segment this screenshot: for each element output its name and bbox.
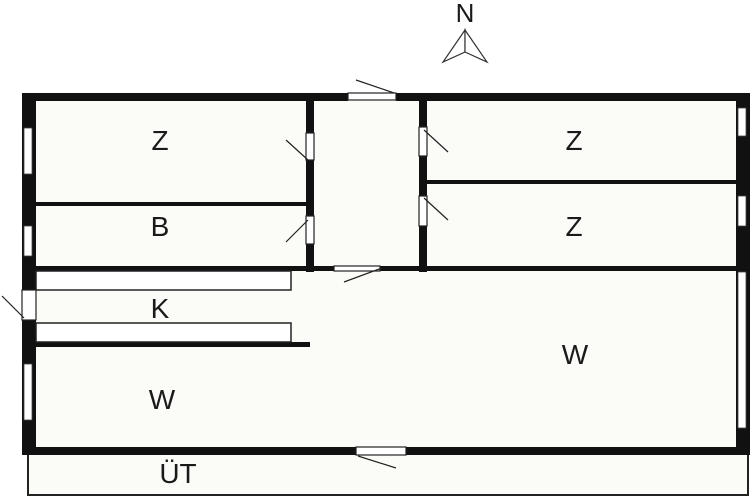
room-label-w1: W (149, 384, 176, 415)
door-z2-swing (423, 129, 449, 153)
room-label-w2: W (562, 339, 589, 370)
window-left-2 (23, 225, 33, 257)
compass-north-label: N (456, 0, 475, 28)
entrance-door-frame (347, 92, 397, 101)
compass: N (441, 0, 489, 64)
door-z3-frame (418, 195, 428, 227)
window-left-1 (23, 127, 33, 175)
door-z2-frame (418, 126, 428, 157)
room-label-ut: ÜT (159, 458, 196, 489)
room-label-z3: Z (565, 211, 582, 242)
kitchen-counter-bottom (35, 322, 292, 343)
window-left-3 (23, 363, 33, 421)
door-b-swing (285, 219, 309, 243)
kitchen-counters (35, 270, 292, 343)
kitchen-counter-top (35, 270, 292, 291)
door-z1-swing (285, 139, 309, 161)
window-right-1 (737, 107, 747, 137)
room-label-z2: Z (565, 125, 582, 156)
door-kitchen-swing (1, 295, 25, 319)
entrance-door-swing (355, 79, 395, 94)
terrace-outline (27, 452, 749, 496)
door-terrace-frame (355, 446, 407, 456)
window-right-3 (737, 271, 747, 429)
window-right-2 (737, 195, 747, 227)
windows (23, 107, 747, 429)
room-labels: Z B K W Z Z W ÜT (149, 125, 589, 489)
door-corridor-frame (333, 265, 381, 272)
door-z1-frame (305, 132, 315, 161)
door-kitchen-frame (21, 289, 37, 321)
room-label-z1: Z (151, 125, 168, 156)
interior-walls (36, 99, 736, 347)
room-label-k: K (151, 293, 170, 324)
north-arrow-icon (441, 28, 489, 64)
door-corridor-swing (343, 267, 383, 283)
door-z3-swing (423, 197, 449, 221)
room-label-b: B (151, 211, 170, 242)
doors (1, 79, 449, 469)
door-terrace-swing (357, 455, 397, 469)
door-b-frame (305, 215, 315, 245)
